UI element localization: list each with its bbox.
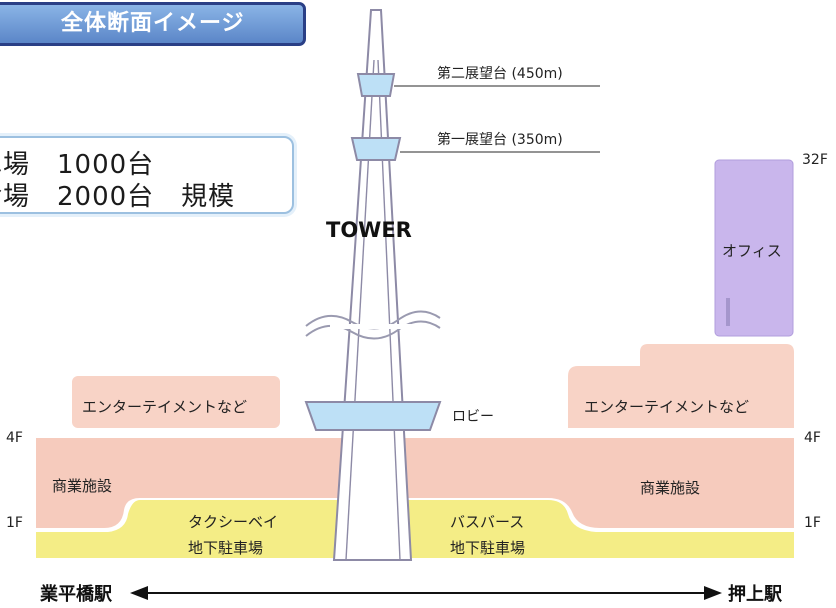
right-entertainment-block <box>568 344 794 428</box>
deck2-shape <box>356 73 396 97</box>
right-entertainment-label: エンターテイメントなど <box>584 398 750 416</box>
right-commercial-label: 商業施設 <box>640 479 701 497</box>
deck1-label: 第一展望台 (350m) <box>437 132 563 148</box>
left-parking-label: 地下駐車場 <box>188 539 264 557</box>
parking-bike-line: 輪場 2000台 規模 <box>0 182 236 212</box>
deck1-shape <box>350 137 402 161</box>
floor-1f-left-label: 1F <box>6 515 23 531</box>
office-block <box>714 159 794 337</box>
station-right-label: 押上駅 <box>728 584 782 605</box>
parking-info-box: 車場 1000台 輪場 2000台 規模 <box>0 136 294 214</box>
deck2-label: 第二展望台 (450m) <box>437 66 563 82</box>
tower-break-gap <box>330 324 430 329</box>
parking-car-line: 車場 1000台 <box>0 150 155 180</box>
underground-band <box>36 500 794 558</box>
left-entertainment-label: エンターテイメントなど <box>82 398 248 416</box>
lobby-shape <box>304 401 442 431</box>
floor-4f-right-label: 4F <box>804 430 821 446</box>
left-commercial-label: 商業施設 <box>52 477 113 495</box>
station-arrow-left-head <box>130 586 148 600</box>
tower-break-wave-2 <box>305 320 441 340</box>
lobby-label: ロビー <box>452 409 494 425</box>
office-rod <box>726 298 730 326</box>
floor-32f-label: 32F <box>802 152 828 168</box>
commercial-band <box>36 438 794 528</box>
station-arrow-right-head <box>704 586 722 600</box>
station-left-label: 業平橋駅 <box>40 584 112 605</box>
office-label: オフィス <box>722 242 782 260</box>
right-parking-label: 地下駐車場 <box>450 539 526 557</box>
tower-label: TOWER <box>326 218 412 242</box>
page-title: 全体断面イメージ <box>0 2 306 46</box>
floor-1f-right-label: 1F <box>804 515 821 531</box>
floor-4f-left-label: 4F <box>6 430 23 446</box>
taxi-bay-label: タクシーベイ <box>188 513 279 531</box>
left-entertainment-block <box>72 376 280 428</box>
bus-berth-label: バスバース <box>450 513 525 531</box>
